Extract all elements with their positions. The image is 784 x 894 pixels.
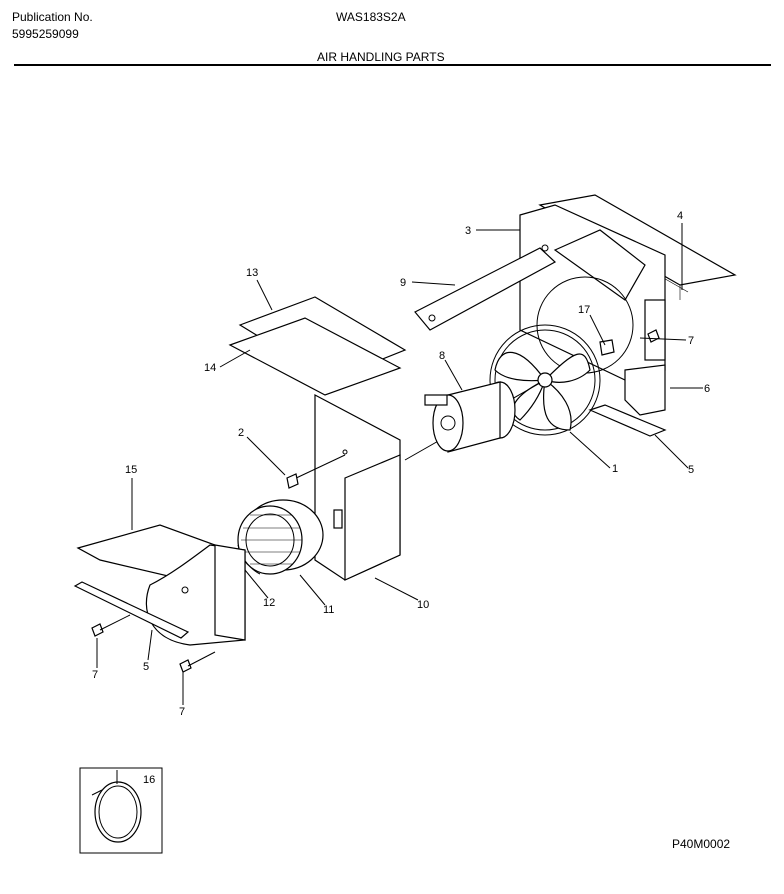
callout-12: 12 xyxy=(263,597,275,609)
model-number: WAS183S2A xyxy=(336,10,406,24)
callout-16: 16 xyxy=(143,774,155,786)
callout-2: 2 xyxy=(238,427,244,439)
part-5-strip-left xyxy=(73,581,190,639)
callout-3: 3 xyxy=(465,225,471,237)
publication-number: 5995259099 xyxy=(12,27,79,41)
part-6-clip xyxy=(624,364,666,416)
callout-5-right: 5 xyxy=(688,464,694,476)
callout-labels: 3 4 9 17 7 8 6 1 5 13 14 2 15 12 11 10 5… xyxy=(92,210,710,786)
callout-1: 1 xyxy=(612,463,618,475)
part-11-blower-wheel xyxy=(237,499,324,575)
part-5-strip-right xyxy=(588,404,667,437)
callout-9: 9 xyxy=(400,277,406,289)
section-title: AIR HANDLING PARTS xyxy=(317,50,445,64)
part-2-screw xyxy=(286,454,346,489)
callout-5-left: 5 xyxy=(143,661,149,673)
callout-8: 8 xyxy=(439,350,445,362)
callout-17: 17 xyxy=(578,304,590,316)
part-17-nut xyxy=(599,339,615,356)
callout-7-left: 7 xyxy=(92,669,98,681)
part-14-filter-media xyxy=(228,317,402,396)
leader-lines xyxy=(96,223,703,705)
part-1-fan-blade xyxy=(489,324,601,436)
callout-6: 6 xyxy=(704,383,710,395)
part-7-screw-b xyxy=(179,651,216,673)
part-7-screw-a xyxy=(91,614,131,637)
callout-11: 11 xyxy=(323,604,334,616)
part-10-bulkhead xyxy=(314,394,401,581)
publication-label: Publication No. xyxy=(12,10,93,24)
callout-7-bottom: 7 xyxy=(179,706,185,718)
part-16-inset xyxy=(79,767,163,854)
header-rule xyxy=(14,64,771,66)
part-15-scroll-housing xyxy=(76,524,246,646)
part-8-motor xyxy=(424,381,516,453)
part-9-bracket xyxy=(414,244,557,331)
callout-15: 15 xyxy=(125,464,137,476)
drawing-id: P40M0002 xyxy=(672,837,730,851)
callout-10: 10 xyxy=(417,599,429,611)
callout-14: 14 xyxy=(204,362,216,374)
callout-7-right: 7 xyxy=(688,335,694,347)
callout-13: 13 xyxy=(246,267,258,279)
callout-4: 4 xyxy=(677,210,683,222)
